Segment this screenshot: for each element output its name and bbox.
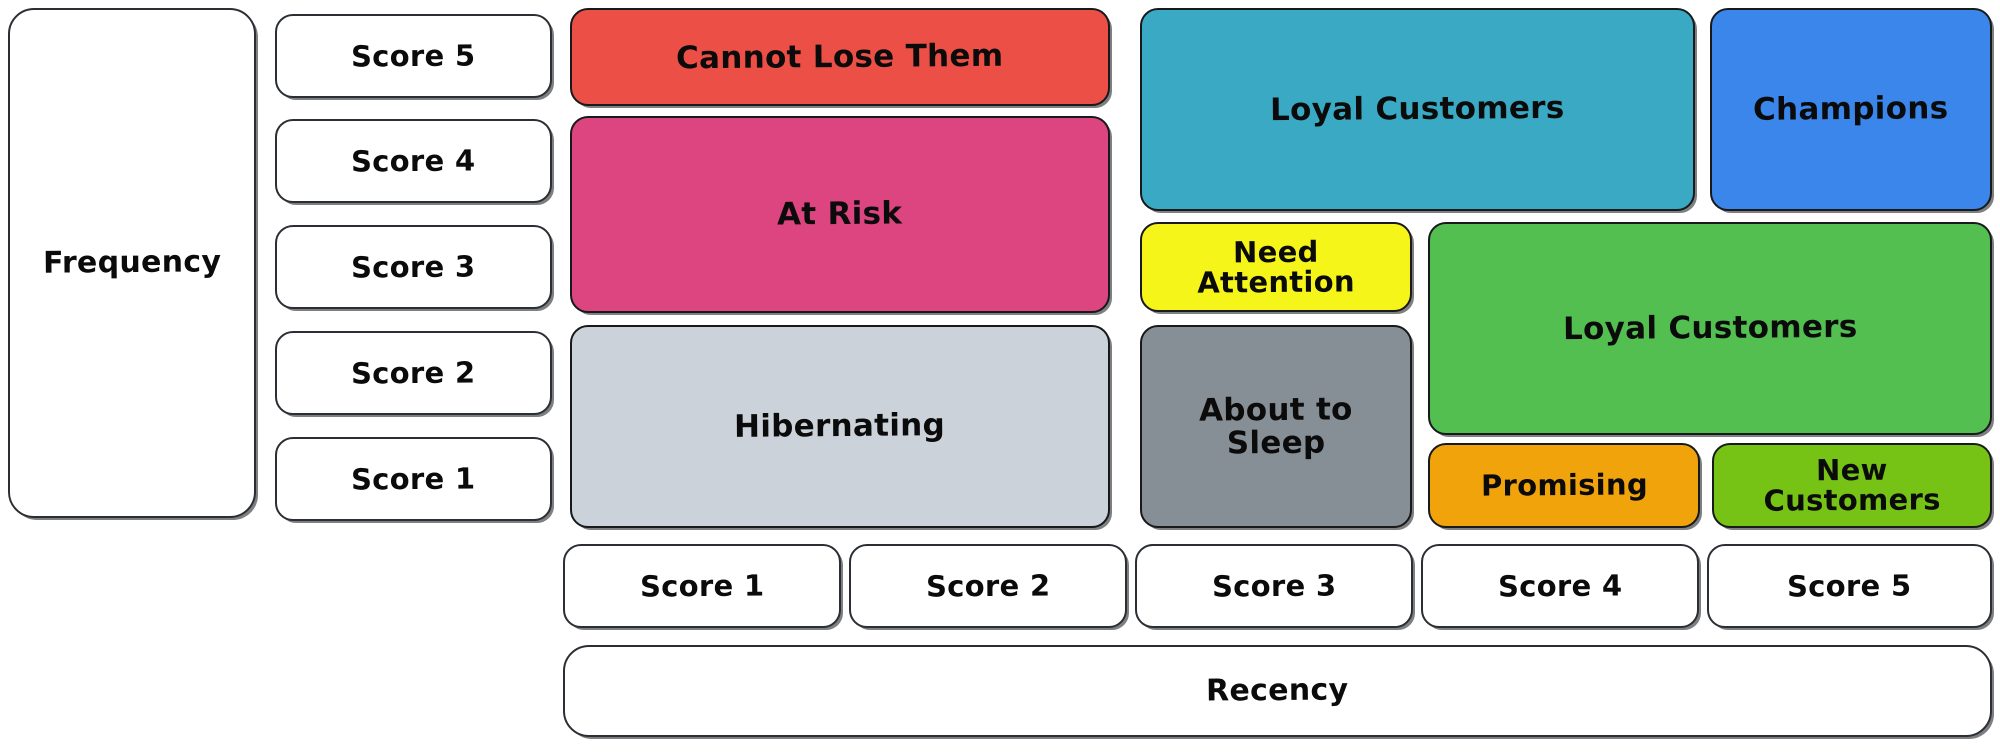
recency-axis-label: Recency	[563, 645, 1992, 737]
frequency-axis-text: Frequency	[42, 244, 222, 281]
recency-score-2[interactable]: Score 2	[849, 544, 1127, 628]
frequency-score-4[interactable]: Score 4	[275, 119, 552, 203]
segment-hibernating-label: Hibernating	[734, 407, 946, 446]
segment-loyal-customers-teal-label: Loyal Customers	[1270, 90, 1565, 129]
segment-about-to-sleep[interactable]: About to Sleep	[1140, 325, 1412, 528]
segment-at-risk[interactable]: At Risk	[570, 116, 1110, 313]
frequency-score-5[interactable]: Score 5	[275, 14, 552, 98]
segment-champions-label: Champions	[1753, 90, 1949, 128]
recency-score-1-label: Score 1	[639, 568, 765, 604]
segment-loyal-customers-green[interactable]: Loyal Customers	[1428, 222, 1992, 435]
segment-at-risk-label: At Risk	[777, 195, 903, 233]
frequency-score-3-label: Score 3	[351, 249, 476, 285]
recency-axis-text: Recency	[1206, 672, 1349, 709]
frequency-score-3[interactable]: Score 3	[275, 225, 552, 309]
segment-promising[interactable]: Promising	[1428, 443, 1700, 528]
segment-need-attention-label: Need Attention	[1197, 234, 1356, 300]
segment-promising-label: Promising	[1480, 467, 1648, 503]
recency-score-3[interactable]: Score 3	[1135, 544, 1413, 628]
recency-score-4-label: Score 4	[1497, 568, 1623, 604]
segment-cannot-lose-them-label: Cannot Lose Them	[676, 37, 1004, 77]
segment-about-to-sleep-label: About to Sleep	[1198, 391, 1353, 461]
recency-score-2-label: Score 2	[925, 568, 1051, 604]
segment-cannot-lose-them[interactable]: Cannot Lose Them	[570, 8, 1110, 106]
frequency-score-1-label: Score 1	[351, 461, 476, 497]
frequency-score-5-label: Score 5	[351, 38, 476, 74]
recency-score-4[interactable]: Score 4	[1421, 544, 1699, 628]
frequency-score-2[interactable]: Score 2	[275, 331, 552, 415]
recency-score-1[interactable]: Score 1	[563, 544, 841, 628]
segment-loyal-customers-teal[interactable]: Loyal Customers	[1140, 8, 1695, 211]
segment-need-attention[interactable]: Need Attention	[1140, 222, 1412, 312]
frequency-axis-label: Frequency	[8, 8, 256, 518]
recency-score-3-label: Score 3	[1211, 568, 1337, 604]
recency-score-5[interactable]: Score 5	[1707, 544, 1992, 628]
frequency-score-4-label: Score 4	[351, 143, 476, 179]
segment-loyal-customers-green-label: Loyal Customers	[1562, 309, 1858, 348]
frequency-score-1[interactable]: Score 1	[275, 437, 552, 521]
frequency-score-2-label: Score 2	[351, 355, 476, 391]
segment-champions[interactable]: Champions	[1710, 8, 1992, 211]
recency-score-5-label: Score 5	[1787, 568, 1912, 604]
segment-new-customers-label: New Customers	[1763, 452, 1941, 519]
segment-new-customers[interactable]: New Customers	[1712, 443, 1992, 528]
segment-hibernating[interactable]: Hibernating	[570, 325, 1110, 528]
